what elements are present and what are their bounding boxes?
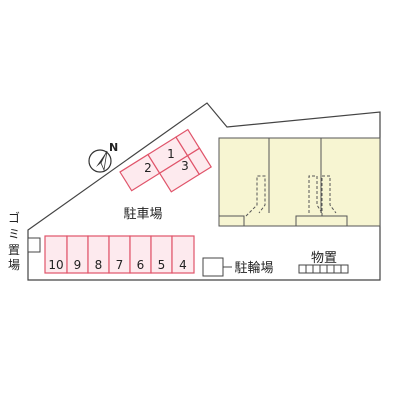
parking-space-number: 10 xyxy=(48,258,63,272)
north-arrow: N xyxy=(88,141,118,173)
parking-label: 駐車場 xyxy=(123,207,162,222)
garbage-label: ゴ xyxy=(8,210,20,225)
building xyxy=(218,137,381,227)
parking-space-number: 3 xyxy=(181,159,189,173)
parking-space-number: 4 xyxy=(179,258,187,272)
storage-label: 物置 xyxy=(311,251,337,266)
parking-space-number: 7 xyxy=(116,258,124,272)
garbage-label: ミ xyxy=(8,227,20,241)
parking-space-number: 2 xyxy=(144,161,152,175)
garbage-label: 場 xyxy=(8,258,20,272)
parking-row xyxy=(44,235,195,274)
storage-units xyxy=(298,264,349,274)
bicycle-parking-label: 駐輪場 xyxy=(234,260,273,276)
parking-space-number: 8 xyxy=(95,258,103,272)
bicycle-parking-area xyxy=(202,257,224,277)
parking-space-number: 1 xyxy=(167,147,175,161)
parking-space xyxy=(186,147,212,176)
parking-space xyxy=(171,235,195,274)
north-label: N xyxy=(109,141,118,154)
parking-space-number: 6 xyxy=(137,258,145,272)
angled-parking-block xyxy=(119,128,212,193)
parking-space-number: 9 xyxy=(74,258,82,272)
garbage-area xyxy=(27,237,41,253)
garbage-label: 置 xyxy=(8,243,20,257)
parking-space-number: 5 xyxy=(158,258,166,272)
